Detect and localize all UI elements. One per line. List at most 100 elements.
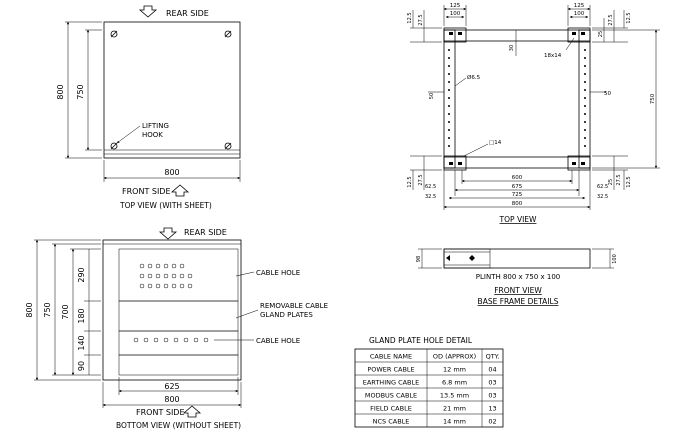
cable-hole-icon	[173, 337, 179, 343]
cable-hole-icon	[155, 273, 161, 279]
frame-slot-label: 18x14	[544, 53, 562, 59]
table-cell: NCS CABLE	[373, 417, 410, 425]
cable-hole-icon	[187, 273, 193, 279]
frame-dim-12-5-br: 12.5	[626, 176, 632, 187]
gland-plate-label-2: GLAND PLATES	[260, 311, 313, 319]
frame-top-caption: TOP VIEW	[499, 215, 537, 224]
bottom-dim-90: 90	[77, 361, 86, 371]
cable-hole-label-1: CABLE HOLE	[256, 269, 300, 277]
cable-holes-top	[139, 263, 193, 289]
bottom-dim-750: 750	[43, 302, 52, 317]
top-view-caption: TOP VIEW (WITH SHEET)	[119, 201, 212, 210]
bottom-view: REAR SIDE CABLE HOLE REMOVABLE CABLE GLA…	[25, 227, 328, 430]
frame-front-view: 98 100 PLINTH 800 x 750 x 100 FRONT VIEW…	[416, 248, 618, 306]
top-view-outline	[103, 21, 241, 159]
cable-hole-icon	[179, 263, 185, 269]
frame-dim-12-5-bl: 12.5	[407, 176, 413, 187]
frame-dim-14: □14	[489, 140, 502, 146]
cable-hole-icon	[139, 273, 145, 279]
frame-hole-icon	[448, 105, 450, 107]
frame-hole-icon	[584, 73, 586, 75]
cable-hole-icon	[187, 283, 193, 289]
top-view-dim-width: 800	[164, 168, 179, 177]
bottom-view-outline	[102, 239, 242, 381]
lifting-hook-label-2: HOOK	[142, 131, 163, 139]
lifting-hook-label-1: LIFTING	[142, 122, 169, 130]
cable-hole-icon	[139, 263, 145, 269]
cable-hole-icon	[171, 263, 177, 269]
frame-dim-25-tr: 25	[598, 31, 604, 37]
gland-plate-label-1: REMOVABLE CABLE	[260, 302, 328, 310]
frame-dim-12-5-tl: 12.5	[407, 12, 413, 23]
frame-dim-32-5-left: 32.5	[425, 194, 436, 200]
frame-hole-icon	[448, 97, 450, 99]
cable-hole-icon	[147, 283, 153, 289]
cable-hole-icon	[183, 337, 189, 343]
table-cell: 12 mm	[443, 365, 466, 373]
frame-hole-icon	[584, 105, 586, 107]
frame-dim-25-br: 25	[608, 179, 614, 185]
bottom-view-rear-label: REAR SIDE	[184, 228, 227, 237]
cable-hole-icon	[155, 263, 161, 269]
frame-dim-675: 675	[512, 184, 523, 190]
bottom-dim-180: 180	[77, 308, 86, 323]
frame-dim-50-right: 50	[604, 91, 611, 97]
front-arrow-icon	[182, 405, 202, 418]
frame-dim-725: 725	[512, 192, 523, 198]
frame-hole-icon	[448, 81, 450, 83]
table-header-cell: OD (APPROX)	[433, 352, 476, 360]
frame-hole-icon	[584, 137, 586, 139]
cable-hole-icon	[153, 337, 159, 343]
cable-hole-icon	[155, 283, 161, 289]
frame-hole-icon	[448, 49, 450, 51]
base-frame-caption: BASE FRAME DETAILS	[478, 297, 559, 306]
cable-hole-icon	[147, 263, 153, 269]
rear-arrow-icon	[138, 5, 158, 18]
frame-hole-icon	[584, 57, 586, 59]
table-cell: 03	[488, 378, 496, 386]
frame-dim-62-5-left: 62.5	[425, 184, 436, 190]
frame-dim-750: 750	[650, 93, 656, 104]
cable-hole-icon	[163, 263, 169, 269]
frame-dim-27-5-tl: 27.5	[418, 14, 424, 25]
plinth-label: PLINTH 800 x 750 x 100	[476, 273, 560, 281]
cable-hole-icon	[133, 337, 139, 343]
bottom-dim-800w: 800	[164, 395, 179, 404]
frame-dim-600: 600	[512, 175, 523, 181]
frame-hole-icons	[448, 49, 586, 147]
table-cell: MODBUS CABLE	[365, 391, 417, 399]
cable-hole-icon	[163, 337, 169, 343]
frame-hole-icon	[584, 65, 586, 67]
cable-hole-icon	[171, 273, 177, 279]
top-view-dim-750: 750	[76, 84, 85, 99]
table-header-cell: QTY.	[486, 352, 500, 360]
frame-dim-125-left: 125	[450, 3, 461, 9]
frame-hole-icon	[584, 89, 586, 91]
frame-front-dim-98: 98	[416, 256, 422, 262]
cable-hole-icon	[143, 337, 149, 343]
frame-dim-800: 800	[512, 201, 523, 207]
frame-dim-32-5-right: 32.5	[597, 194, 608, 200]
frame-hole-icon	[448, 73, 450, 75]
frame-dim-12-5-tr: 12.5	[626, 12, 632, 23]
frame-bracket-icon	[469, 255, 475, 261]
frame-dim-100-left: 100	[450, 11, 461, 17]
gland-table-title: GLAND PLATE HOLE DETAIL	[369, 336, 473, 345]
table-cell: 04	[488, 365, 496, 373]
frame-hole-icon	[448, 89, 450, 91]
bottom-dim-290: 290	[77, 267, 86, 282]
bottom-dim-800: 800	[25, 302, 34, 317]
frame-dim-30: 30	[509, 45, 515, 51]
frame-hole-icon	[584, 121, 586, 123]
cable-hole-icon	[193, 337, 199, 343]
table-cell: 03	[488, 391, 496, 399]
frame-hole-icon	[448, 129, 450, 131]
cable-hole-icon	[171, 283, 177, 289]
bottom-dim-625: 625	[164, 382, 179, 391]
frame-top-view: 125 100 125 100 12.5 27.5 25 27.5 12.5 3…	[407, 3, 660, 224]
frame-front-caption: FRONT VIEW	[494, 286, 542, 295]
frame-hole-label: Ø6.5	[467, 74, 481, 81]
cable-hole-icon	[179, 273, 185, 279]
frame-hole-icon	[448, 57, 450, 59]
frame-dim-50-left: 50	[429, 93, 435, 99]
